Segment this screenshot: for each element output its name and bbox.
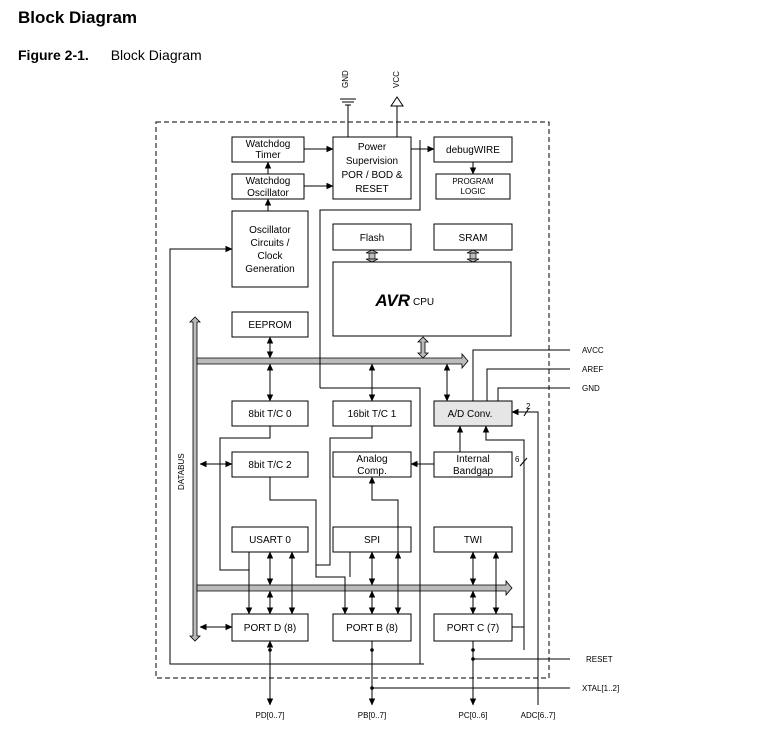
figure-number: Figure 2-1.: [18, 47, 89, 63]
port-b-block: PORT B (8): [332, 613, 412, 642]
svg-text:EEPROM: EEPROM: [248, 320, 291, 331]
avcc-label: AVCC: [582, 346, 604, 355]
gnd-label: GND: [582, 384, 600, 393]
databus: DATABUS: [177, 316, 201, 642]
tc2-block: 8bit T/C 2: [231, 451, 309, 478]
svg-text:Watchdog: Watchdog: [246, 139, 291, 150]
svg-text:Supervision: Supervision: [346, 156, 398, 167]
svg-text:PORT B (8): PORT B (8): [346, 623, 398, 634]
adc-pin-label: ADC[6..7]: [521, 711, 556, 720]
svg-text:8bit T/C 2: 8bit T/C 2: [248, 460, 292, 471]
pd-pin-label: PD[0..7]: [256, 711, 285, 720]
svg-text:RESET: RESET: [355, 184, 388, 195]
page-title: Block Diagram: [18, 8, 138, 27]
debugwire-block: debugWIRE: [433, 136, 513, 163]
program-logic-block: PROGRAM LOGIC: [435, 173, 511, 200]
vcc-symbol: [390, 96, 404, 137]
svg-text:PORT C (7): PORT C (7): [447, 623, 499, 634]
svg-text:Oscillator: Oscillator: [249, 225, 291, 236]
usart-block: USART 0: [231, 526, 309, 553]
xtal-label: XTAL[1..2]: [582, 684, 619, 693]
gnd-supply-label: GND: [341, 70, 350, 88]
svg-text:Clock: Clock: [257, 251, 283, 262]
cpu-block: AVR CPU: [332, 261, 512, 337]
pb-pin-label: PB[0..7]: [358, 711, 386, 720]
watchdog-oscillator-block: Watchdog Oscillator: [231, 173, 305, 200]
flash-block: Flash: [332, 223, 412, 251]
svg-text:Bandgap: Bandgap: [453, 466, 493, 477]
svg-text:Circuits /: Circuits /: [251, 238, 290, 249]
pc-pin-label: PC[0..6]: [459, 711, 488, 720]
bandgap-block: Internal Bandgap: [433, 451, 513, 478]
svg-text:SPI: SPI: [364, 535, 380, 546]
spi-block: SPI: [332, 526, 412, 553]
power-supervision-block: Power Supervision POR / BOD & RESET: [332, 136, 412, 200]
port-c-block: PORT C (7): [433, 613, 513, 642]
port-d-block: PORT D (8): [231, 613, 309, 642]
chip-boundary: [155, 121, 550, 679]
ground-symbol: [340, 98, 356, 137]
adc-width-bottom: 6: [515, 455, 520, 464]
lower-bus: [196, 579, 513, 597]
svg-text:Flash: Flash: [360, 233, 384, 244]
svg-text:SRAM: SRAM: [459, 233, 488, 244]
svg-text:Internal: Internal: [456, 454, 489, 465]
svg-text:Oscillator: Oscillator: [247, 188, 289, 199]
adc-width-top: 2: [526, 402, 531, 411]
reset-label: RESET: [586, 655, 613, 664]
svg-text:Analog: Analog: [356, 454, 387, 465]
svg-text:CPU: CPU: [413, 297, 434, 308]
svg-text:A/D Conv.: A/D Conv.: [448, 409, 493, 420]
svg-text:PORT D (8): PORT D (8): [244, 623, 296, 634]
svg-text:TWI: TWI: [464, 535, 482, 546]
oscillator-block: Oscillator Circuits / Clock Generation: [231, 210, 309, 288]
svg-text:PROGRAM: PROGRAM: [452, 177, 494, 186]
svg-text:Watchdog: Watchdog: [246, 176, 291, 187]
svg-text:LOGIC: LOGIC: [461, 187, 486, 196]
tc1-block: 16bit T/C 1: [332, 400, 412, 427]
cpu-bus-link: [417, 336, 429, 359]
flash-cpu-link: [365, 249, 379, 263]
figure-caption: Figure 2-1. Block Diagram: [18, 47, 202, 63]
databus-label: DATABUS: [177, 453, 186, 490]
figure-caption-text: Block Diagram: [110, 47, 202, 63]
svg-text:Comp.: Comp.: [357, 466, 386, 477]
svg-text:POR / BOD &: POR / BOD &: [341, 170, 402, 181]
svg-text:Timer: Timer: [255, 150, 281, 161]
svg-text:USART 0: USART 0: [249, 535, 291, 546]
svg-text:16bit T/C 1: 16bit T/C 1: [348, 409, 397, 420]
upper-bus: [196, 352, 469, 370]
svg-text:Power: Power: [358, 142, 387, 153]
sram-cpu-link: [466, 249, 480, 263]
analog-comp-block: Analog Comp.: [332, 451, 412, 478]
svg-text:Generation: Generation: [245, 264, 294, 275]
svg-text:debugWIRE: debugWIRE: [446, 145, 500, 156]
sram-block: SRAM: [433, 223, 513, 251]
avr-logo: AVR: [374, 291, 410, 310]
vcc-supply-label: VCC: [392, 71, 401, 88]
watchdog-timer-block: Watchdog Timer: [231, 136, 305, 163]
tc0-block: 8bit T/C 0: [231, 400, 309, 427]
adc-block: A/D Conv.: [433, 400, 513, 427]
svg-text:8bit T/C 0: 8bit T/C 0: [248, 409, 292, 420]
twi-block: TWI: [433, 526, 513, 553]
eeprom-block: EEPROM: [231, 311, 309, 338]
aref-label: AREF: [582, 365, 603, 374]
connections: [169, 140, 570, 706]
